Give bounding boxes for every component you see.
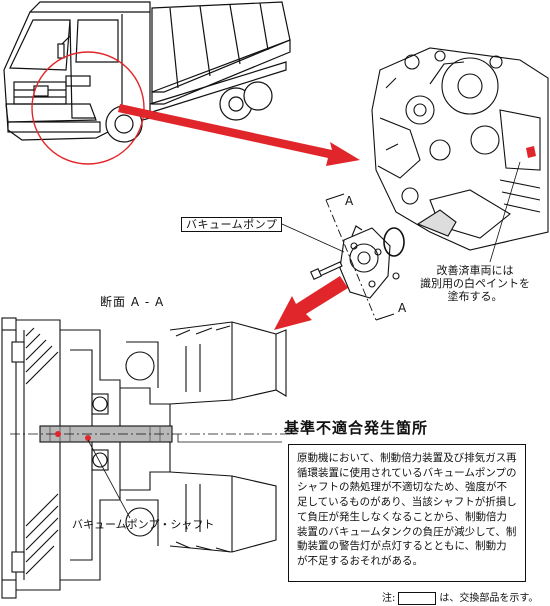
- paint-note-leader: [489, 161, 521, 263]
- truck-illustration: [3, 1, 291, 143]
- shaft-label-leader: [87, 439, 131, 519]
- cross-section-illustration: [1, 317, 287, 599]
- arrow-pump-to-section: [274, 276, 348, 330]
- footnote: 注: は、交換部品を示す。: [382, 592, 538, 605]
- section-title: 断面 A - A: [100, 295, 165, 309]
- footnote-prefix: 注:: [382, 592, 396, 604]
- defect-leader: [177, 434, 282, 443]
- defect-point-1: [55, 431, 61, 437]
- arrow-truck-to-engine: [118, 104, 360, 166]
- defect-point-2: [85, 435, 91, 441]
- defect-description: 原動機において、制動倍力装置及び排気ガス再循環装置に使用されているバキュームポン…: [288, 444, 526, 582]
- improved-vehicle-note: 改善済車両には 識別用の白ペイントを 塗布する。: [420, 264, 530, 303]
- pump-label-leader: [281, 223, 345, 253]
- engine-illustration: [371, 47, 549, 251]
- vacuum-pump-illustration: [309, 193, 405, 321]
- defect-location-title: 基準不適合発生箇所: [284, 419, 429, 437]
- footnote-suffix: は、交換部品を示す。: [439, 592, 539, 604]
- truck-engine-highlight: [31, 51, 145, 165]
- shaft-label: バキュームポンプ・シャフト: [72, 518, 215, 531]
- section-marker-top: A: [345, 194, 354, 208]
- white-paint-mark-indicator: [526, 146, 536, 158]
- replacement-part-legend-box: [398, 592, 437, 605]
- vacuum-pump-label: バキュームポンプ: [181, 217, 283, 232]
- section-marker-bottom: A: [398, 301, 407, 315]
